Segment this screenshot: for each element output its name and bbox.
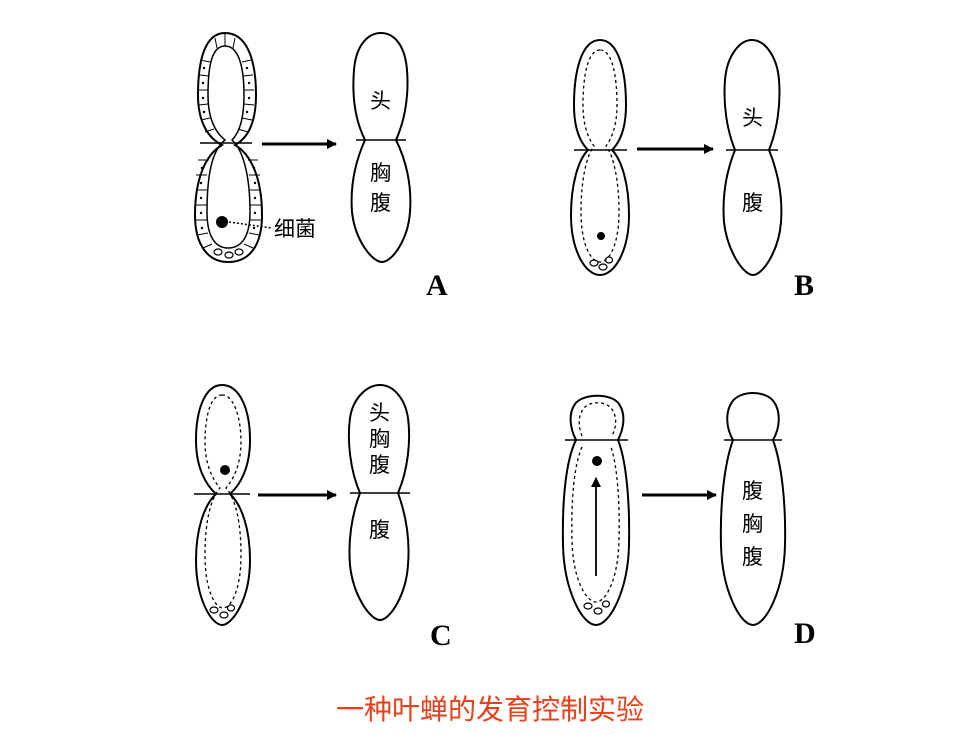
egg-a-outer [193, 31, 264, 264]
egg-b-outer [569, 38, 631, 277]
adult-b-abdomen-label: 腹 [742, 191, 763, 215]
egg-d [561, 394, 631, 627]
adult-d [719, 392, 787, 627]
adult-c-lower [348, 492, 410, 622]
adult-c-head-label: 头 [369, 401, 390, 425]
bacteria-dot-c [220, 465, 230, 475]
bacteria-dot-a [216, 216, 228, 228]
panel-letter-b: B [794, 269, 814, 302]
egg-d-anterior [569, 394, 625, 441]
bacteria-leader-a [228, 221, 273, 229]
egg-b [569, 38, 631, 277]
egg-b-inner [580, 49, 620, 263]
adult-b-head-label: 头 [742, 106, 763, 130]
egg-d-pole-cells [583, 600, 611, 615]
egg-c-inner [204, 394, 242, 609]
adult-a [350, 31, 412, 264]
egg-c-pole-cells [209, 604, 236, 619]
panel-letter-c: C [430, 619, 452, 652]
adult-c [347, 383, 411, 622]
adult-d-body [719, 439, 787, 627]
adult-d-thorax-label: 胸 [742, 512, 763, 536]
adult-a-head [352, 31, 409, 141]
adult-c-thorax-label: 胸 [369, 427, 390, 451]
egg-d-posterior [561, 439, 631, 627]
egg-a-cell-walls [196, 34, 261, 249]
panel-c: 头 胸 腹 腹 C [194, 383, 452, 652]
egg-d-anterior-inner [578, 402, 617, 437]
bacteria-dot-b [597, 232, 605, 240]
adult-d-head [726, 392, 780, 441]
egg-a-inner [206, 45, 251, 249]
egg-a [193, 31, 264, 264]
adult-c-upper [347, 383, 411, 494]
adult-a-body [350, 139, 412, 264]
adult-b [722, 38, 783, 277]
adult-c-abdomen-lower-label: 腹 [369, 518, 390, 542]
adult-a-head-label: 头 [370, 89, 391, 113]
adult-b-body [722, 149, 783, 277]
panel-b: 头 腹 B [569, 38, 814, 302]
egg-a-cell-dots [199, 66, 257, 230]
panel-letter-d: D [794, 617, 816, 650]
egg-d-posterior-inner [571, 446, 620, 603]
panel-a: 细菌 头 胸 腹 A [193, 31, 448, 302]
adult-d-abdomen-upper-label: 腹 [742, 479, 763, 503]
adult-c-abdomen-upper-label: 腹 [369, 453, 390, 477]
panel-letter-a: A [426, 269, 448, 302]
egg-a-pole-cells [213, 248, 244, 259]
egg-c [194, 383, 252, 627]
egg-c-outer [194, 383, 252, 627]
adult-a-thorax-label: 胸 [370, 161, 391, 185]
bacteria-dot-d [592, 456, 602, 466]
egg-b-pole-cells [589, 256, 614, 271]
figure-caption: 一种叶蝉的发育控制实验 [335, 693, 644, 726]
adult-a-abdomen-label: 腹 [370, 191, 391, 215]
adult-d-abdomen-lower-label: 腹 [742, 545, 763, 569]
bacteria-label: 细菌 [274, 217, 316, 241]
panel-d: 腹 胸 腹 D [561, 392, 816, 650]
adult-b-head [723, 38, 781, 151]
